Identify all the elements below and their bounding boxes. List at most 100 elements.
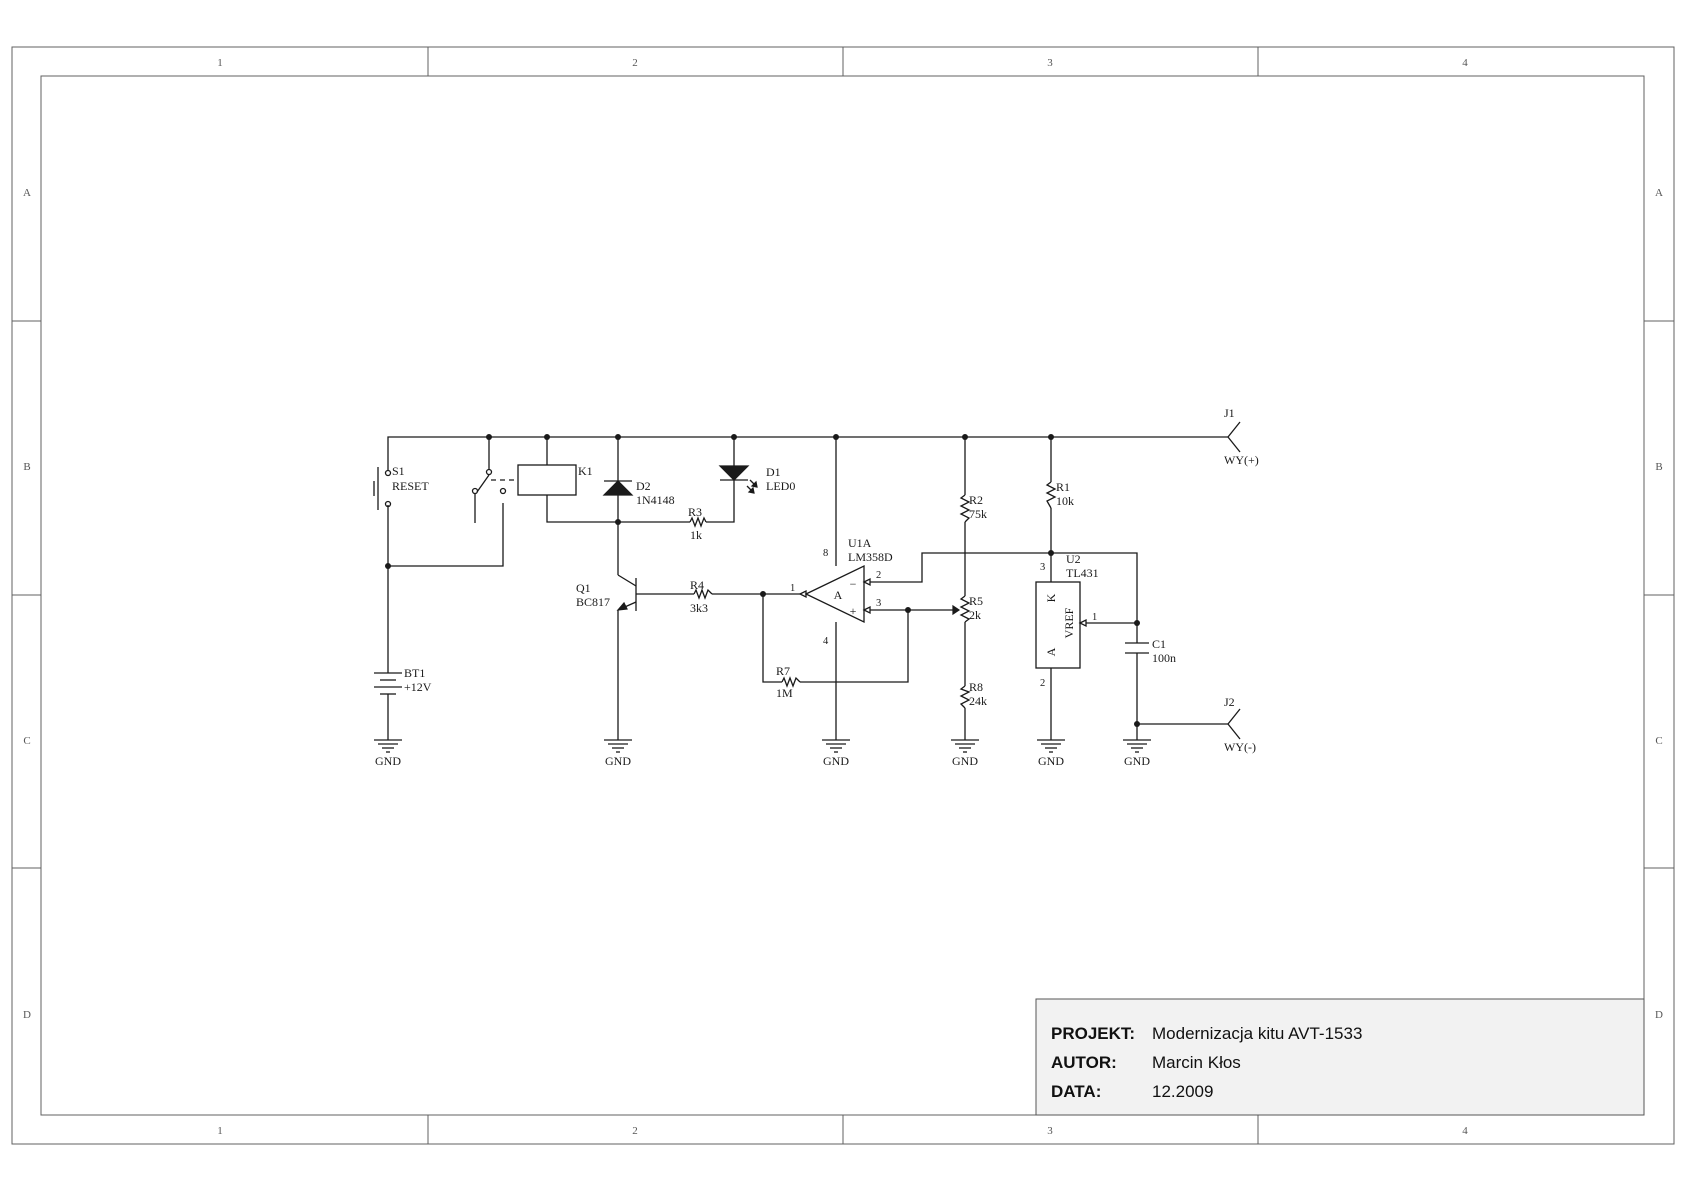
u1a-pin-inp: 3 <box>876 598 881 609</box>
r3-ref: R3 <box>688 505 702 519</box>
s1-ref: S1 <box>392 464 405 478</box>
r4-resistor: R4 3k3 <box>690 578 713 615</box>
r7-left-wire <box>762 594 782 683</box>
r1-resistor: R1 10k <box>1045 480 1074 509</box>
row-label-right-a: A <box>1655 187 1663 199</box>
u1a-ref: U1A <box>848 536 872 550</box>
junction-dot <box>731 434 737 440</box>
wires <box>387 436 1228 740</box>
c1-capacitor: C1 100n <box>1125 637 1176 665</box>
d2-value: 1N4148 <box>636 493 675 507</box>
k1-ref: K1 <box>578 464 593 478</box>
u2-pin-vref-number: 1 <box>1092 612 1097 623</box>
junction-dot <box>905 607 911 613</box>
u1a-value: LM358D <box>848 550 893 564</box>
u2-vref-label: VREF <box>1062 607 1076 638</box>
gnd-label: GND <box>1124 754 1150 768</box>
author-name: Marcin Kłos <box>1152 1053 1241 1072</box>
j1-connector: J1 WY(+) <box>1224 406 1259 467</box>
r5-ref: R5 <box>969 594 983 608</box>
gnd-symbol: GND <box>374 739 402 768</box>
u2-pin-a-label: A <box>1044 647 1058 656</box>
u1a-pin-out: 1 <box>790 583 795 594</box>
c1-value: 100n <box>1152 651 1176 665</box>
drawing-frame: 1 2 3 4 1 2 3 4 A B C D A B C D <box>11 46 1675 1145</box>
d1-ref: D1 <box>766 465 781 479</box>
bt1-value: +12V <box>404 680 432 694</box>
u1a-plus: + <box>850 604 857 618</box>
j2-ref: J2 <box>1224 695 1235 709</box>
k1-relay: K1 <box>471 464 593 523</box>
u1a-inm-wire <box>870 552 1138 624</box>
r2-value: 75k <box>969 507 987 521</box>
column-label-top-1: 1 <box>217 57 223 69</box>
r7-value: 1M <box>776 686 793 700</box>
row-label-left-d: D <box>23 1009 31 1021</box>
junction-dot <box>962 434 968 440</box>
u1a-pin-vcc: 8 <box>823 548 828 559</box>
r7-ref: R7 <box>776 664 790 678</box>
r4-ref: R4 <box>690 578 704 592</box>
gnd-symbol: GND <box>822 739 850 768</box>
gnd-symbol: GND <box>951 739 979 768</box>
title-block: PROJEKT: Modernizacja kitu AVT-1533 AUTO… <box>1035 998 1645 1116</box>
s1-reset-switch: S1 RESET <box>373 464 429 510</box>
junction-dot <box>760 591 766 597</box>
junctions <box>385 434 1140 727</box>
j2-connector: J2 WY(-) <box>1224 695 1256 754</box>
j1-value: WY(+) <box>1224 453 1259 467</box>
r8-resistor: R8 24k <box>959 680 987 709</box>
gnd-symbol: GND <box>1123 739 1151 768</box>
junction-dot <box>615 434 621 440</box>
gnd-label: GND <box>375 754 401 768</box>
k1-contact-return-wire <box>388 503 504 567</box>
q1-transistor: Q1 BC817 <box>576 574 637 611</box>
row-label-left-c: C <box>23 735 30 747</box>
r5-value: 2k <box>969 608 981 622</box>
u2-pin-k-number: 3 <box>1040 562 1045 573</box>
r8-ref: R8 <box>969 680 983 694</box>
gnd-label: GND <box>1038 754 1064 768</box>
d2-diode: D2 1N4148 <box>602 479 675 507</box>
row-label-right-d: D <box>1655 1009 1663 1021</box>
u1a-pin-inm: 2 <box>876 570 881 581</box>
junction-dot <box>544 434 550 440</box>
column-label-top-3: 3 <box>1047 57 1053 69</box>
r3-resistor: R3 1k <box>688 505 707 542</box>
author-key: AUTOR: <box>1051 1053 1117 1072</box>
row-label-right-c: C <box>1655 735 1662 747</box>
row-label-left-a: A <box>23 187 31 199</box>
r1-ref: R1 <box>1056 480 1070 494</box>
u2-ref: U2 <box>1066 552 1081 566</box>
u1a-minus: − <box>850 577 857 591</box>
bt1-battery: BT1 +12V <box>374 666 432 697</box>
u1a-unit: A <box>834 588 843 602</box>
j2-value: WY(-) <box>1224 740 1256 754</box>
date-value: 12.2009 <box>1152 1082 1213 1101</box>
q1-ref: Q1 <box>576 581 591 595</box>
r2-resistor: R2 75k <box>959 493 987 523</box>
date-key: DATA: <box>1051 1082 1101 1101</box>
gnd-label: GND <box>605 754 631 768</box>
junction-dot <box>486 434 492 440</box>
u2-tl431: K A VREF 3 2 1 U2 TL431 <box>1035 552 1099 689</box>
junction-dot <box>385 563 391 569</box>
junction-dot <box>1134 721 1140 727</box>
d1-led: D1 LED0 <box>718 465 795 494</box>
d1-r3-wire <box>706 480 735 523</box>
s1-value: RESET <box>392 479 429 493</box>
column-label-bottom-4: 4 <box>1462 1125 1468 1137</box>
gnd-label: GND <box>952 754 978 768</box>
r1-value: 10k <box>1056 494 1074 508</box>
k1-coil-bottom-wire <box>546 495 618 523</box>
d1-value: LED0 <box>766 479 795 493</box>
u1a-pin-gnd: 4 <box>823 636 829 647</box>
j1-ref: J1 <box>1224 406 1235 420</box>
bt1-ref: BT1 <box>404 666 425 680</box>
c1-ref: C1 <box>1152 637 1166 651</box>
r8-value: 24k <box>969 694 987 708</box>
gnd-label: GND <box>823 754 849 768</box>
column-label-bottom-2: 2 <box>632 1125 638 1137</box>
u2-value: TL431 <box>1066 566 1099 580</box>
